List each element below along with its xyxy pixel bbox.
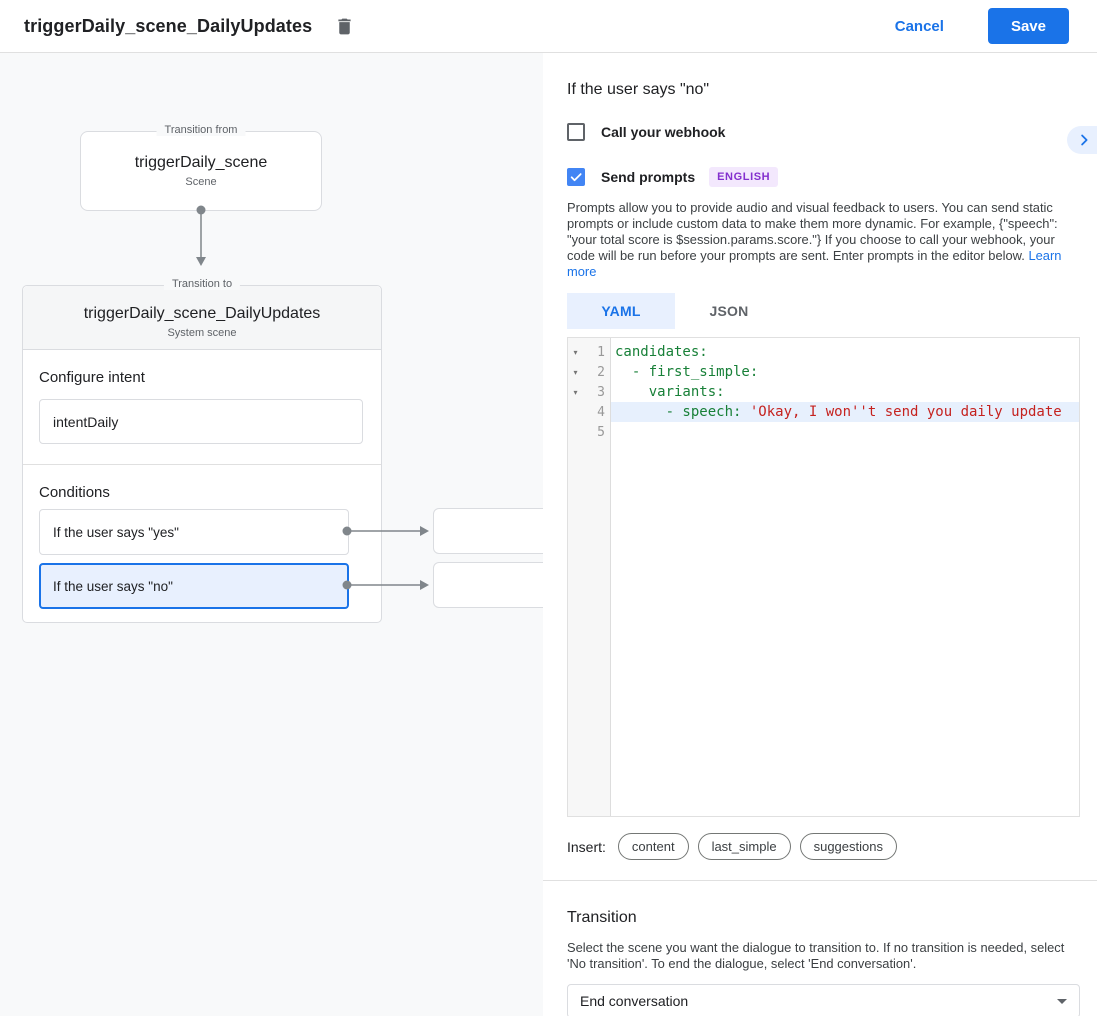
yaml-key: variants: [615,384,725,400]
condition-item-yes[interactable]: If the user says "yes" [39,509,349,555]
condition-editor-panel: If the user says "no" Call your webhook … [543,53,1097,1016]
transition-select[interactable]: End conversation [567,984,1080,1016]
condition-item-no[interactable]: If the user says "no" [39,563,349,609]
prompts-description-text: Prompts allow you to provide audio and v… [567,200,1058,263]
line-number: 2 [597,364,605,380]
collapse-panel-button[interactable] [1067,126,1097,154]
delete-scene-button[interactable] [332,14,357,39]
editor-code-area[interactable]: candidates: - first_simple: variants: - … [611,338,1079,816]
configure-intent-label: Configure intent [39,369,145,386]
line-number: 4 [597,404,605,420]
to-scene-name: triggerDaily_scene_DailyUpdates [83,305,321,322]
cancel-button[interactable]: Cancel [889,17,950,36]
code-line: variants: [611,382,1079,402]
panel-divider [543,880,1097,881]
transition-to-node: Transition to triggerDaily_scene_DailyUp… [22,278,382,623]
transition-select-value: End conversation [580,993,689,1009]
to-scene-type: System scene [167,327,237,339]
save-button[interactable]: Save [987,8,1069,44]
line-number: 3 [597,384,605,400]
code-line: candidates: [611,342,1079,362]
line-number: 5 [597,424,605,440]
editor-format-tabs: YAML JSON [567,293,1080,329]
insert-chip-content[interactable]: content [617,833,689,860]
tab-json[interactable]: JSON [709,303,749,319]
transition-from-legend: Transition from [156,124,246,136]
yaml-key: - speech: [615,404,750,420]
send-prompts-checkbox-row[interactable]: Send prompts ENGLISH [567,167,1080,187]
webhook-label: Call your webhook [601,124,726,140]
condition-label: If the user says "no" [53,578,173,594]
code-line: - first_simple: [611,362,1079,382]
fold-arrow-icon[interactable]: ▾ [573,387,578,397]
from-scene-name: triggerDaily_scene [134,154,268,171]
transition-target-node[interactable] [433,562,543,608]
tab-yaml[interactable]: YAML [567,293,675,329]
code-line [611,422,1079,442]
webhook-checkbox-row[interactable]: Call your webhook [567,123,1080,141]
learn-more-link[interactable]: Learn more [567,248,1062,279]
yaml-key: - first_simple: [615,364,759,380]
prompt-code-editor[interactable]: ▾ 1 ▾ 2 ▾ 3 4 5 candidates: - first_simple:… [567,337,1080,817]
trash-icon [334,16,355,37]
card-divider [23,464,381,465]
yaml-string: 'Okay, I won''t send you daily update [749,404,1062,420]
insert-row: Insert: content last_simple suggestions [567,833,1080,860]
scene-card-header[interactable]: triggerDaily_scene_DailyUpdates System s… [23,286,381,350]
transition-from-node[interactable]: Transition from triggerDaily_scene Scene [80,124,322,211]
yaml-key: candidates: [615,344,708,360]
chevron-right-icon [1075,131,1093,149]
page-title: triggerDaily_scene_DailyUpdates [24,15,313,36]
transition-to-legend: Transition to [163,278,241,290]
transition-description: Select the scene you want the dialogue t… [567,940,1065,971]
dropdown-caret-icon [1057,998,1067,1004]
line-number: 1 [597,344,605,360]
header-bar: triggerDaily_scene_DailyUpdates Cancel S… [0,0,1097,53]
insert-chip-suggestions[interactable]: suggestions [799,833,897,860]
flow-canvas: Transition from triggerDaily_scene Scene… [0,53,543,1016]
prompts-description: Prompts allow you to provide audio and v… [567,200,1080,280]
panel-heading: If the user says "no" [567,81,710,98]
condition-label: If the user says "yes" [53,524,179,540]
from-scene-type: Scene [185,176,217,188]
conditions-label: Conditions [39,484,110,501]
code-line-highlighted: - speech: 'Okay, I won''t send you daily… [611,402,1079,422]
checkmark-icon [569,170,583,184]
language-badge: ENGLISH [709,167,779,187]
transition-target-node[interactable] [433,508,543,554]
fold-arrow-icon[interactable]: ▾ [573,367,578,377]
fold-arrow-icon[interactable]: ▾ [573,347,578,357]
webhook-checkbox[interactable] [567,123,585,141]
editor-gutter: ▾ 1 ▾ 2 ▾ 3 4 5 [568,338,611,816]
intent-field[interactable]: intentDaily [39,399,363,444]
insert-label: Insert: [567,838,606,855]
intent-value: intentDaily [53,413,119,430]
insert-chip-last-simple[interactable]: last_simple [697,833,791,860]
send-prompts-label: Send prompts [601,169,696,185]
transition-heading: Transition [567,909,637,926]
send-prompts-checkbox[interactable] [567,168,585,186]
